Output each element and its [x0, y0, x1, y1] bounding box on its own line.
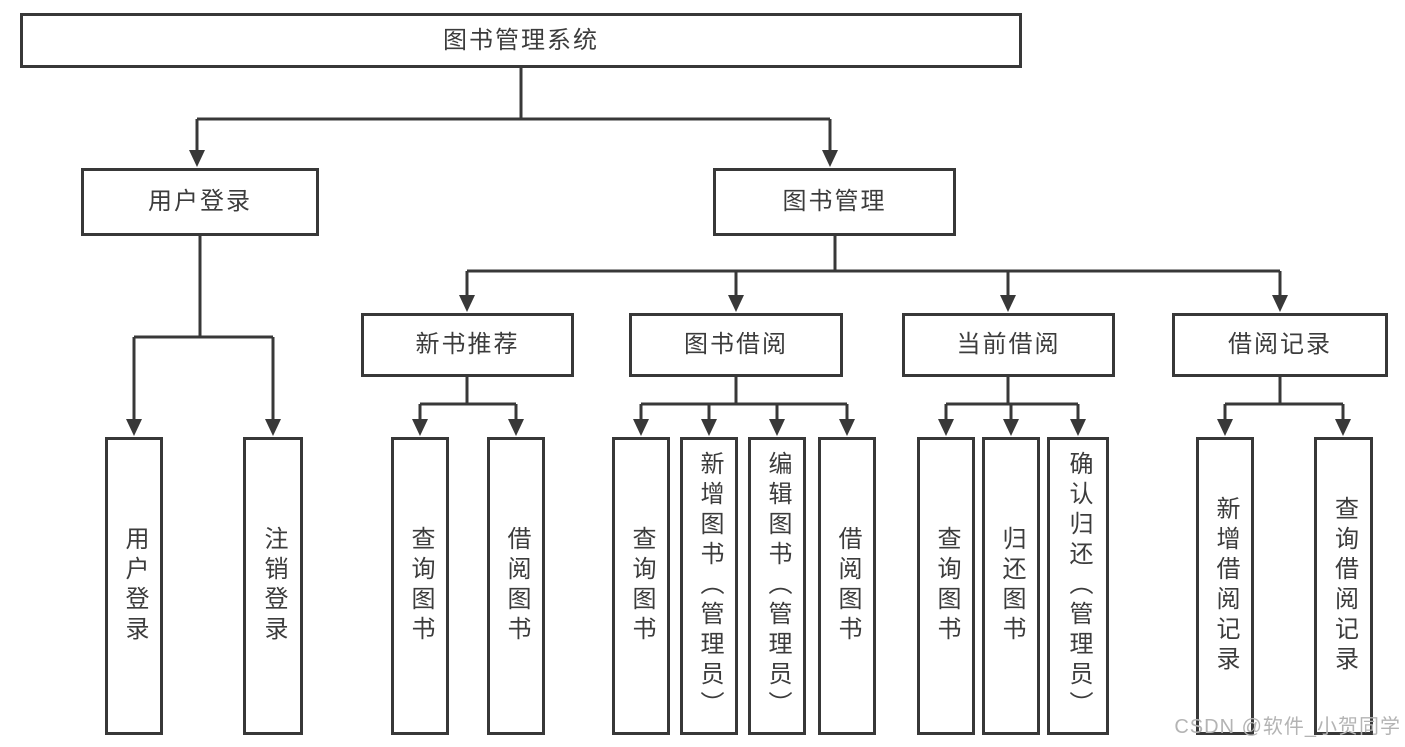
leaf-return-book: 归还图书: [982, 437, 1040, 735]
leaf-add-borrow-record: 新增借阅记录: [1196, 437, 1254, 735]
arrowhead: [1003, 419, 1019, 436]
node-label: 新增图书（管理员）: [696, 451, 723, 721]
leaf-borrow-book: 借阅图书: [818, 437, 876, 735]
arrowhead: [126, 419, 142, 436]
arrowhead: [412, 419, 428, 436]
arrowhead: [1000, 295, 1016, 312]
node-label: 借阅图书: [503, 526, 530, 646]
arrowhead: [822, 150, 838, 167]
node-label: 用户登录: [121, 526, 148, 646]
leaf-borrow-book: 借阅图书: [487, 437, 545, 735]
node-label: 借阅图书: [834, 526, 861, 646]
node-library-system: 图书管理系统: [20, 13, 1022, 68]
node-label: 用户登录: [148, 188, 252, 215]
node-label: 编辑图书（管理员）: [764, 451, 791, 721]
node-book-borrow: 图书借阅: [629, 313, 843, 377]
arrowhead: [508, 419, 524, 436]
arrowhead: [189, 150, 205, 167]
node-new-book-recommend: 新书推荐: [361, 313, 574, 377]
arrowhead: [1272, 295, 1288, 312]
node-label: 图书管理: [782, 188, 887, 215]
node-user-login: 用户登录: [81, 168, 319, 236]
csdn-watermark: CSDN @软件_小贺同学: [1174, 716, 1401, 738]
node-label: 图书借阅: [684, 331, 788, 358]
arrowhead: [938, 419, 954, 436]
leaf-edit-book-admin: 编辑图书（管理员）: [748, 437, 806, 735]
arrowhead: [839, 419, 855, 436]
node-label: 借阅记录: [1228, 331, 1332, 358]
arrowhead: [1335, 419, 1351, 436]
arrowhead: [265, 419, 281, 436]
node-label: 新增借阅记录: [1212, 496, 1239, 676]
node-label: 注销登录: [260, 526, 287, 646]
node-label: 查询图书: [933, 526, 960, 646]
node-label: 查询图书: [628, 526, 655, 646]
arrowhead: [1070, 419, 1086, 436]
arrowhead: [701, 419, 717, 436]
leaf-user-login: 用户登录: [105, 437, 163, 735]
node-label: 确认归还（管理员）: [1065, 451, 1092, 721]
node-book-management: 图书管理: [713, 168, 956, 236]
arrowhead: [769, 419, 785, 436]
leaf-query-book: 查询图书: [917, 437, 975, 735]
node-current-borrow: 当前借阅: [902, 313, 1115, 377]
leaf-logout: 注销登录: [243, 437, 303, 735]
arrowhead: [1217, 419, 1233, 436]
node-label: 新书推荐: [415, 331, 520, 358]
leaf-query-borrow-record: 查询借阅记录: [1314, 437, 1373, 735]
node-borrow-records: 借阅记录: [1172, 313, 1388, 377]
node-label: 图书管理系统: [443, 26, 599, 54]
node-label: 归还图书: [998, 526, 1025, 646]
node-label: 查询图书: [407, 526, 434, 646]
leaf-query-book: 查询图书: [391, 437, 449, 735]
node-label: 查询借阅记录: [1330, 496, 1358, 676]
leaf-confirm-return-admin: 确认归还（管理员）: [1047, 437, 1109, 735]
arrowhead: [633, 419, 649, 436]
arrowhead: [459, 295, 475, 312]
node-label: 当前借阅: [956, 331, 1061, 358]
leaf-add-book-admin: 新增图书（管理员）: [680, 437, 738, 735]
leaf-query-book: 查询图书: [612, 437, 670, 735]
arrowhead: [728, 295, 744, 312]
